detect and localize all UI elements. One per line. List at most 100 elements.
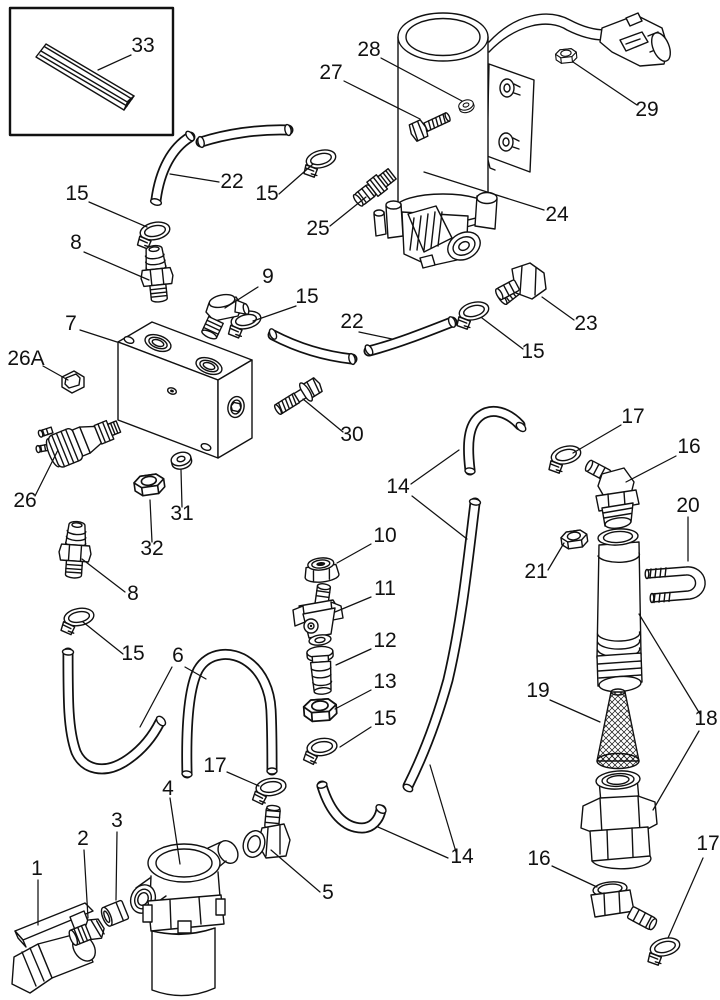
part-number-label: 28 — [357, 38, 380, 61]
part-1-ball-valve — [11, 902, 96, 994]
part-16-elbow-fitting-lower — [590, 881, 658, 931]
part-number-label: 11 — [374, 577, 396, 600]
part-number-label: 6 — [172, 644, 184, 667]
part-19-strainer-cone — [596, 688, 640, 770]
part-15-hose-clamp — [298, 146, 341, 181]
part-14-hose-long — [402, 497, 482, 793]
part-31-washer — [169, 449, 194, 472]
part-20-u-bolt — [644, 566, 706, 604]
part-number-label: 18 — [694, 707, 717, 730]
leader-line — [481, 317, 524, 350]
leader-line — [549, 699, 601, 723]
part-26a-plug — [61, 370, 85, 394]
leader-line — [667, 857, 704, 939]
part-number-label: 30 — [340, 423, 363, 446]
part-number-label: 9 — [262, 265, 274, 288]
part-number-label: 14 — [450, 845, 474, 868]
leader-line — [572, 424, 622, 454]
part-number-label: 22 — [340, 310, 363, 333]
leader-line — [226, 771, 260, 787]
leader-line — [252, 305, 297, 322]
part-number-label: 7 — [65, 312, 77, 335]
part-number-label: 5 — [322, 881, 334, 904]
part-number-label: 13 — [373, 670, 396, 693]
part-number-label: 15 — [521, 340, 544, 363]
part-number-label: 8 — [70, 231, 82, 254]
part-22-hose-middle — [267, 316, 458, 366]
leader-line — [83, 849, 89, 919]
leader-line — [541, 296, 575, 321]
part-32-nut — [132, 472, 167, 498]
leader-line — [652, 730, 700, 811]
leader-line — [343, 80, 421, 120]
leader-line — [139, 666, 173, 728]
leader-line — [551, 865, 598, 888]
leader-line — [625, 455, 677, 483]
part-18-filter-tube — [596, 528, 643, 693]
part-number-label: 16 — [527, 847, 550, 870]
part-number-label: 17 — [696, 832, 719, 855]
leader-line — [224, 286, 259, 309]
leader-line — [82, 621, 124, 655]
leader-line — [169, 173, 220, 183]
part-number-label: 29 — [635, 98, 658, 121]
part-number-label: 15 — [121, 642, 144, 665]
part-8-barb-fitting — [56, 519, 94, 580]
part-21-nut — [559, 528, 590, 551]
part-number-label: 15 — [65, 182, 88, 205]
part-number-label: 4 — [162, 777, 174, 800]
leader-line — [83, 251, 150, 281]
part-number-label: 10 — [373, 524, 396, 547]
part-29-nut — [554, 47, 578, 65]
part-number-label: 23 — [574, 312, 597, 335]
leader-line — [380, 57, 463, 102]
part-18-union-nut — [580, 770, 658, 870]
part-23-elbow-fitting — [494, 262, 547, 306]
part-number-label: 15 — [255, 182, 278, 205]
leader-line — [572, 61, 638, 106]
part-11-valve — [292, 583, 344, 646]
part-number-label: 32 — [140, 537, 163, 560]
part-22-hose-upper — [149, 123, 294, 206]
part-26-pressure-sender — [35, 419, 122, 468]
part-24-valve-base — [373, 191, 498, 269]
part-number-label: 15 — [295, 285, 318, 308]
part-9-elbow-fitting — [201, 293, 250, 340]
part-number-label: 3 — [111, 809, 123, 832]
part-33-channel-rail — [35, 43, 135, 111]
leader-line — [184, 666, 207, 680]
leader-line — [339, 726, 372, 748]
part-number-label: 17 — [621, 405, 644, 428]
leader-line — [149, 499, 153, 543]
part-6-hose — [61, 647, 278, 779]
part-24-pump-assembly — [373, 12, 672, 269]
part-number-label: 12 — [373, 629, 396, 652]
leader-line — [180, 469, 183, 508]
leader-line — [42, 365, 69, 381]
leader-line — [169, 797, 181, 865]
leader-line — [81, 558, 126, 593]
leader-line — [429, 764, 457, 853]
part-number-label: 20 — [676, 494, 699, 517]
leader-line — [302, 398, 344, 433]
part-4-strainer-assembly — [129, 840, 239, 997]
part-14-hose-lower — [316, 780, 387, 834]
leader-line — [411, 495, 468, 540]
part-10-cap-fitting — [304, 557, 340, 583]
part-16-elbow-fitting-upper — [584, 459, 640, 529]
part-17-hose-clamp — [249, 775, 289, 807]
leader-line — [547, 542, 565, 571]
part-24-connector — [599, 12, 672, 67]
part-number-label: 1 — [31, 857, 43, 880]
leader-line — [329, 196, 367, 227]
leader-line — [334, 596, 372, 613]
part-number-label: 25 — [306, 217, 329, 240]
inset-box — [8, 6, 175, 137]
part-12-barb-plug — [306, 645, 334, 695]
leader-line — [278, 163, 314, 195]
part-15-hose-clamp — [57, 605, 98, 637]
part-number-label: 17 — [203, 754, 226, 777]
